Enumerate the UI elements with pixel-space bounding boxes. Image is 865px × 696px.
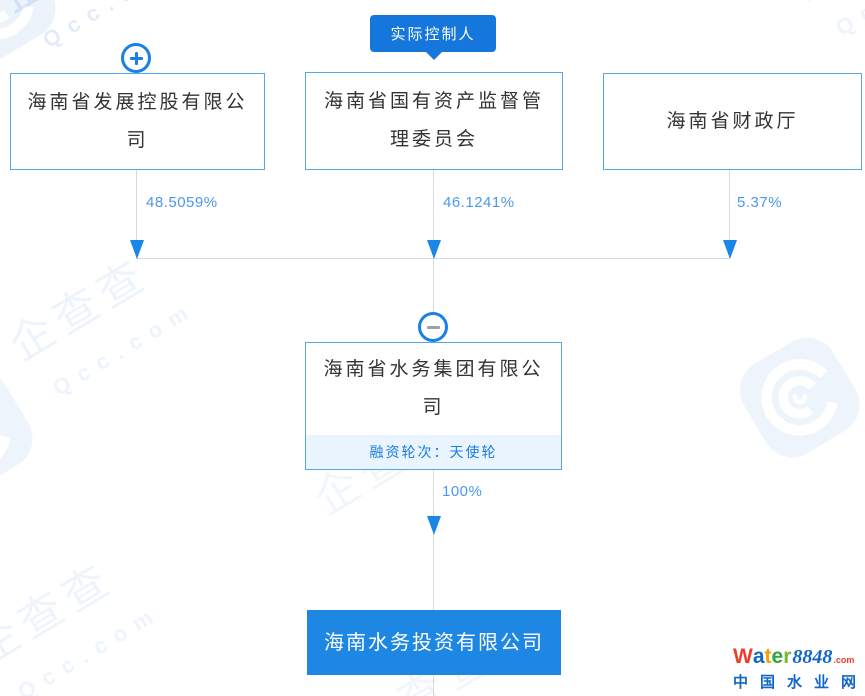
company-node-hainan-water-group[interactable]: 海南省水务集团有限公司 融资轮次：天使轮	[305, 342, 562, 470]
watermark-domain-text: Qcc.com	[13, 599, 166, 696]
expand-plus-icon[interactable]	[121, 43, 151, 73]
logo-letter: e	[771, 645, 784, 668]
company-name: 海南水务投资有限公司	[324, 631, 544, 654]
ownership-percent: 48.5059%	[146, 194, 218, 211]
watermark-domain-text: Qcc.com	[521, 0, 674, 6]
logo-tld: .com	[833, 655, 855, 665]
connector-line	[729, 170, 730, 258]
qcc-watermark: 企查查 Qcc.com	[0, 531, 166, 696]
arrow-down-icon	[723, 240, 737, 259]
connector-line	[433, 675, 434, 696]
arrow-down-icon	[427, 240, 441, 259]
company-name: 海南省国有资产监督管理委员会	[323, 91, 544, 150]
logo-number: 8848	[792, 646, 833, 668]
qcc-watermark-logo-icon	[719, 316, 865, 482]
ownership-percent: 5.37%	[737, 194, 783, 211]
connector-line	[136, 170, 137, 258]
shareholder-node-hainan-development-holding[interactable]: 海南省发展控股有限公司	[10, 73, 265, 170]
qcc-watermark: 企查查 Qcc.com	[0, 0, 191, 61]
watermark-brand-text: 企查查	[0, 0, 170, 25]
financing-round-band: 融资轮次：天使轮	[306, 435, 561, 469]
badge-pointer	[425, 51, 443, 60]
connector-line	[433, 470, 434, 610]
shareholder-node-finance-department[interactable]: 海南省财政厅	[603, 73, 862, 170]
logo-letter: a	[752, 645, 765, 668]
ownership-percent: 46.1241%	[443, 194, 515, 211]
connector-line	[433, 170, 434, 258]
company-name: 海南省财政厅	[666, 110, 799, 132]
qcc-watermark: 企查查 Qcc.com	[468, 0, 674, 13]
subsidiary-node-hainan-water-investment[interactable]: 海南水务投资有限公司	[307, 610, 561, 675]
logo-letter: W	[733, 645, 753, 668]
watermark-brand-text: 企查查	[778, 0, 865, 13]
ownership-percent: 100%	[442, 483, 483, 500]
company-name: 海南省发展控股有限公司	[27, 91, 248, 151]
company-name: 海南省水务集团有限公司	[323, 359, 544, 418]
logo-letter: t	[764, 645, 772, 668]
watermark-brand-text: 企查查	[1, 249, 158, 371]
watermark-domain-text: Qcc.com	[48, 295, 201, 401]
logo-letter: r	[783, 645, 792, 668]
qcc-watermark-logo-icon	[0, 350, 56, 516]
water8848-wordmark: W a t e r 8848 .com	[733, 645, 863, 669]
shareholder-node-sasac[interactable]: 海南省国有资产监督管理委员会	[305, 72, 563, 170]
water8848-logo: W a t e r 8848 .com 中国水业网	[733, 645, 863, 692]
actual-controller-badge: 实际控制人	[370, 15, 496, 52]
watermark-brand-text: 企查查	[0, 553, 123, 675]
qcc-watermark: 企查查 Qcc.com	[778, 0, 865, 49]
watermark-domain-text: Qcc.com	[38, 0, 191, 53]
arrow-down-icon	[427, 516, 441, 535]
minus-bar	[426, 325, 440, 329]
connector-line	[433, 258, 434, 342]
water8848-subtitle: 中国水业网	[733, 674, 865, 691]
arrow-down-icon	[130, 240, 144, 259]
collapse-minus-icon[interactable]	[418, 312, 448, 342]
qcc-watermark: 企查查 Qcc.com	[0, 227, 201, 409]
plus-vertical-bar	[134, 51, 138, 65]
watermark-domain-text: Qcc.com	[831, 0, 865, 42]
